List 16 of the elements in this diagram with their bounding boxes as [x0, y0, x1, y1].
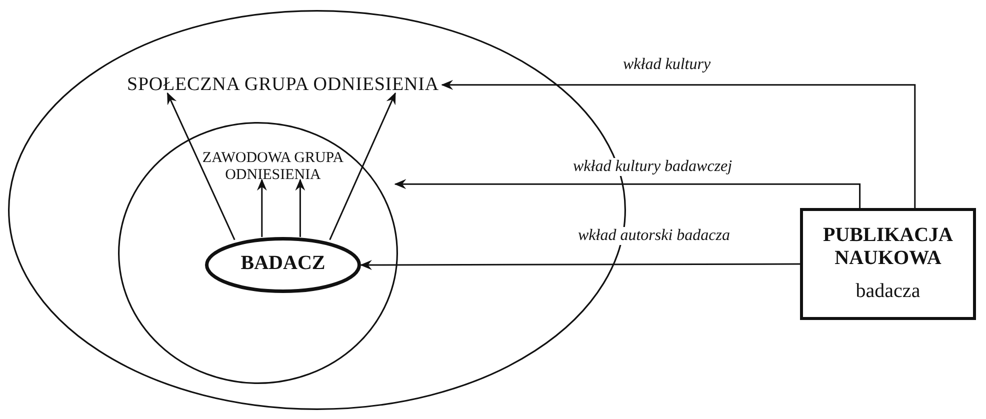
researcher-ellipse — [205, 237, 361, 293]
arrow — [441, 80, 916, 208]
arrow — [394, 179, 861, 208]
arrow — [256, 178, 267, 237]
box-subtitle: badacza — [856, 280, 920, 303]
box-title: PUBLIKACJA NAUKOWA — [822, 224, 954, 270]
arrow — [295, 178, 306, 237]
edge-label: wkład kultury — [620, 56, 714, 74]
inner-ellipse — [118, 122, 398, 384]
node-label: BADACZ — [240, 252, 326, 275]
publication-box — [800, 208, 976, 320]
arrow — [360, 260, 800, 270]
group-label: SPOŁECZNA GRUPA ODNIESIENIA — [126, 74, 440, 96]
group-label: ZAWODOWA GRUPA ODNIESIENIA — [201, 150, 345, 184]
arrow — [329, 92, 396, 240]
arrow — [166, 92, 236, 240]
